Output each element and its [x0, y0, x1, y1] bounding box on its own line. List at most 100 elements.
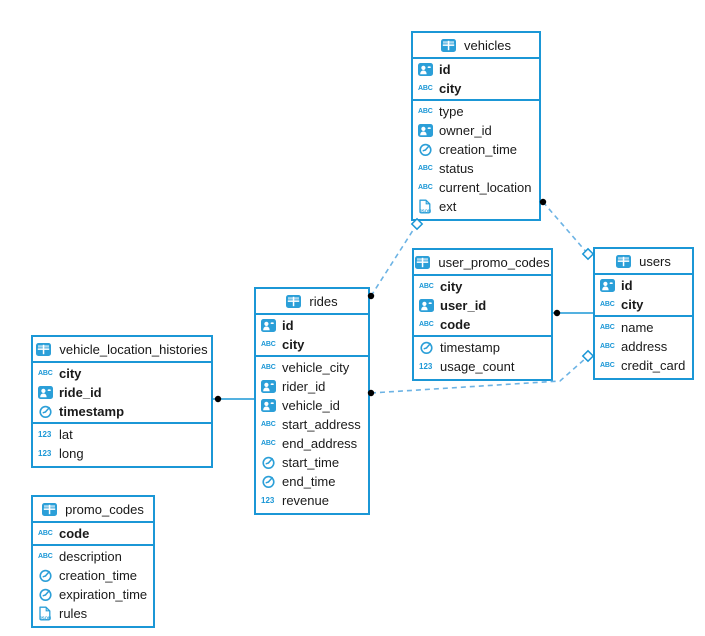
abc-text-type-icon: ABC	[600, 343, 615, 350]
column-row-creation_time: creation_time	[413, 140, 539, 159]
column-name: id	[282, 318, 294, 333]
column-name: end_time	[282, 474, 336, 489]
column-row-timestamp: timestamp	[33, 402, 211, 421]
column-row-vehicle_id: vehicle_id	[256, 396, 368, 415]
id-badge-icon	[261, 399, 279, 412]
column-name: user_id	[440, 298, 487, 313]
relation-user_promo_codes-users[interactable]	[552, 309, 595, 317]
column-name: creation_time	[59, 568, 138, 583]
column-name: vehicle_city	[282, 360, 350, 375]
column-name: ride_id	[59, 385, 102, 400]
svg-text:JSON: JSON	[419, 208, 431, 213]
column-row-owner_id: owner_id	[413, 121, 539, 140]
table-title: rides	[309, 293, 338, 309]
column-row-rider_id: rider_id	[256, 377, 368, 396]
abc-text-type-icon: ABC	[261, 364, 276, 371]
relation-line[interactable]	[370, 223, 418, 297]
column-name: city	[621, 297, 644, 312]
number-type-icon: 123	[419, 362, 433, 371]
clock-type-icon	[418, 142, 436, 157]
column-name: revenue	[282, 493, 329, 508]
table-header[interactable]: users	[595, 249, 692, 275]
column-row-id: id	[595, 276, 692, 295]
column-row-revenue: 123 revenue	[256, 491, 368, 510]
relation-line[interactable]	[542, 201, 589, 255]
table-title: user_promo_codes	[438, 254, 550, 270]
number-type-icon: 123	[261, 496, 275, 505]
id-badge-icon	[418, 63, 436, 76]
column-row-creation_time: creation_time	[33, 566, 153, 585]
relation-line[interactable]	[370, 357, 587, 394]
json-type-icon: JSON	[38, 606, 56, 621]
column-row-ride_id: ride_id	[33, 383, 211, 402]
id-badge-icon	[261, 380, 279, 393]
column-row-id: id	[413, 60, 539, 79]
abc-text-type-icon: ABC	[38, 530, 53, 537]
table-grid-icon	[616, 254, 634, 268]
column-name: city	[59, 366, 82, 381]
abc-text-type-icon: ABC	[600, 324, 615, 331]
abc-text-type-icon: ABC	[419, 321, 434, 328]
column-name: city	[282, 337, 305, 352]
column-name: city	[439, 81, 462, 96]
column-name: description	[59, 549, 122, 564]
table-header[interactable]: vehicle_location_histories	[33, 337, 211, 363]
column-name: id	[621, 278, 633, 293]
column-row-timestamp: timestamp	[414, 338, 551, 357]
column-name: status	[439, 161, 474, 176]
column-name: city	[440, 279, 463, 294]
column-name: name	[621, 320, 654, 335]
table-header[interactable]: promo_codes	[33, 497, 153, 523]
abc-text-type-icon: ABC	[261, 421, 276, 428]
table-grid-icon	[415, 255, 433, 269]
column-row-current_location: ABC current_location	[413, 178, 539, 197]
column-name: credit_card	[621, 358, 686, 373]
column-name: start_address	[282, 417, 361, 432]
abc-text-type-icon: ABC	[418, 85, 433, 92]
column-row-id: id	[256, 316, 368, 335]
table-grid-icon	[42, 502, 60, 516]
id-badge-icon	[419, 299, 437, 312]
column-name: owner_id	[439, 123, 492, 138]
svg-text:JSON: JSON	[39, 615, 51, 620]
column-name: timestamp	[440, 340, 500, 355]
table-header[interactable]: vehicles	[413, 33, 539, 59]
table-header[interactable]: user_promo_codes	[414, 250, 551, 276]
relation-vehicle_location_histories-rides[interactable]	[213, 395, 256, 403]
column-name: current_location	[439, 180, 532, 195]
column-name: vehicle_id	[282, 398, 340, 413]
column-name: rider_id	[282, 379, 326, 394]
abc-text-type-icon: ABC	[418, 184, 433, 191]
id-badge-icon	[261, 319, 279, 332]
column-name: type	[439, 104, 464, 119]
clock-type-icon	[38, 568, 56, 583]
table-title: vehicle_location_histories	[59, 341, 208, 357]
table-header[interactable]: rides	[256, 289, 368, 315]
table-title: promo_codes	[65, 501, 144, 517]
column-row-name: ABC name	[595, 318, 692, 337]
relation-diamond-endpoint	[581, 349, 595, 363]
